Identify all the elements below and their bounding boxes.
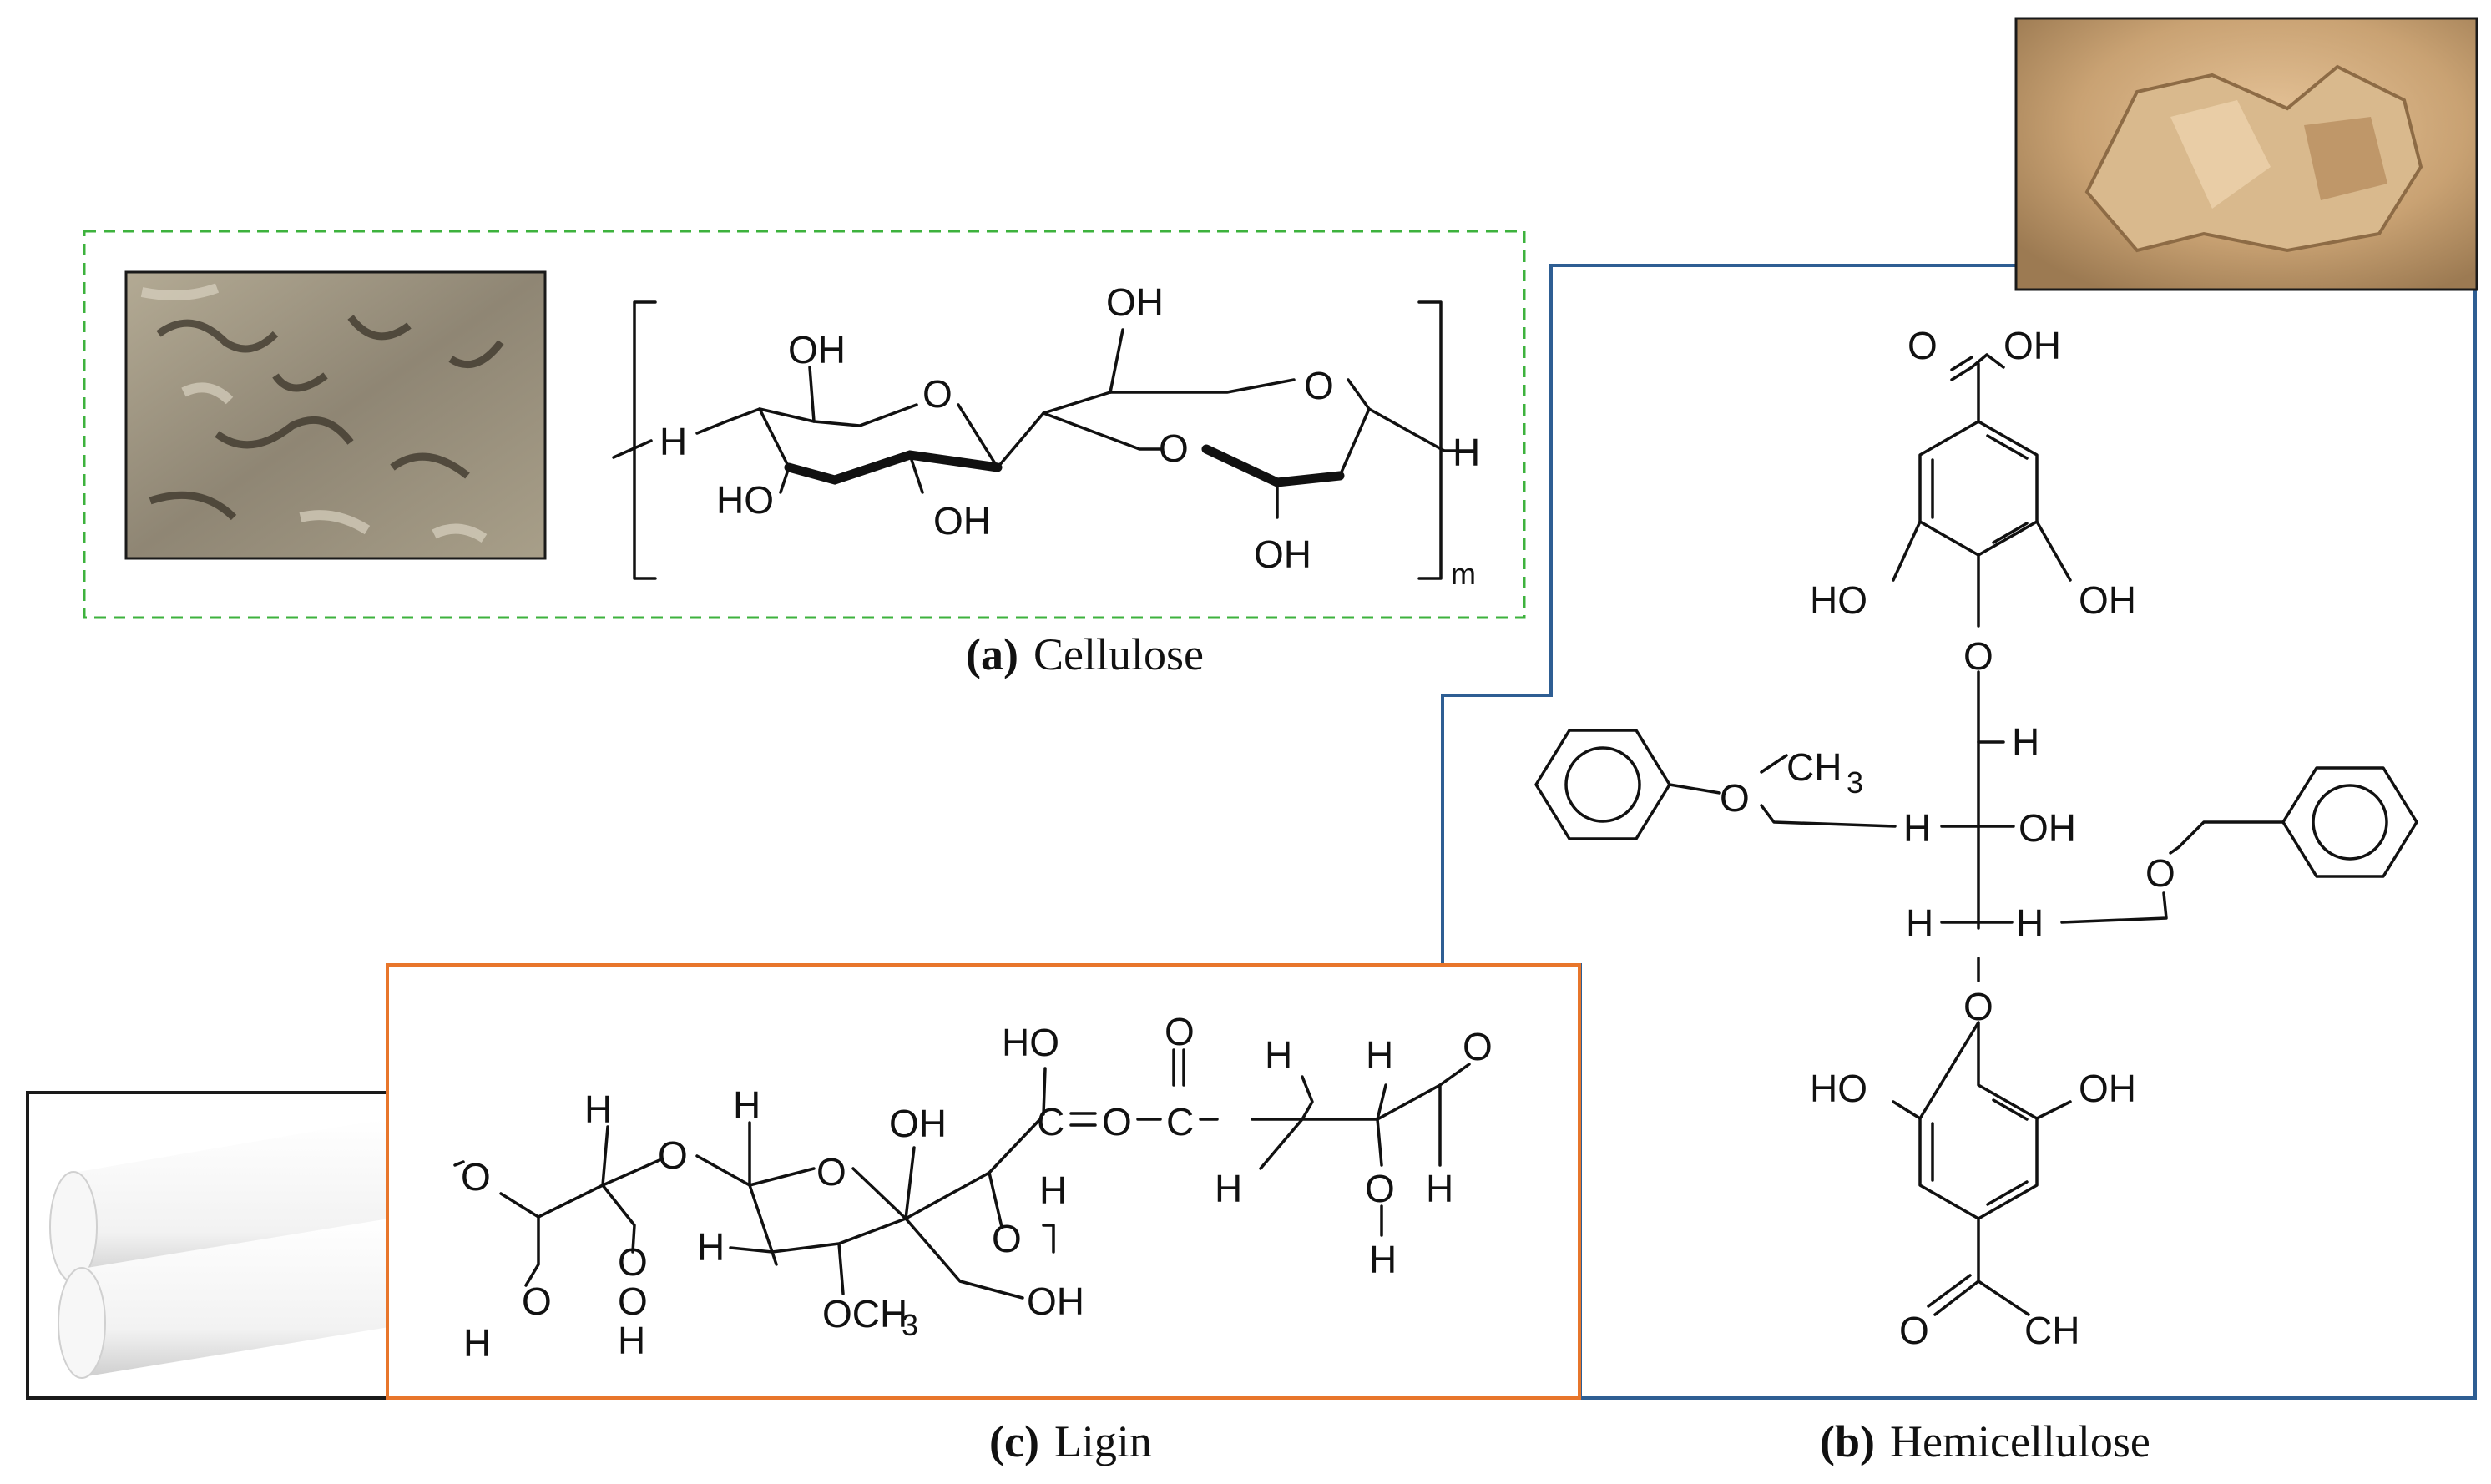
ligin-structure: O H O H O OH HO O C O C H H O H O H H O … bbox=[453, 1010, 1493, 1365]
ligin-h-l3: H bbox=[1265, 1033, 1292, 1077]
cellulose-oh-ch2: OH bbox=[788, 328, 846, 371]
cellulose-o-ring2: O bbox=[1304, 364, 1334, 407]
ligin-h-l8: H bbox=[1039, 1169, 1067, 1212]
hemi-oh-2: OH bbox=[2019, 806, 2076, 850]
cellulose-repeat-m: m bbox=[1451, 557, 1476, 591]
hemi-oh-acid: OH bbox=[2003, 324, 2061, 367]
ligin-o-l3: O bbox=[816, 1150, 846, 1194]
cellulose-photo bbox=[124, 270, 547, 560]
caption-hemicellulose: (b) Hemicellulose bbox=[1820, 1416, 2150, 1466]
caption-ligin: (c) Ligin bbox=[989, 1416, 1152, 1466]
caption-ligin-letter: (c) bbox=[989, 1416, 1039, 1466]
ligin-ho-l1: HO bbox=[1002, 1021, 1059, 1064]
ligin-frame bbox=[386, 963, 1581, 1400]
hemi-oh-1: OH bbox=[2079, 578, 2136, 622]
ligin-h-l11: H bbox=[463, 1321, 491, 1365]
ligin-o-l10: O bbox=[522, 1280, 552, 1323]
ligin-o-l5: O bbox=[1102, 1100, 1132, 1143]
hemi-ho-2: HO bbox=[1810, 1067, 1867, 1110]
hemicellulose-photo bbox=[2014, 17, 2478, 291]
ligin-och3-sub: 3 bbox=[902, 1308, 918, 1342]
ligin-c-l2: C bbox=[1166, 1100, 1194, 1143]
ligin-o-l4: O bbox=[1165, 1010, 1195, 1053]
ligin-o-l9: O bbox=[618, 1240, 648, 1284]
hemi-ch-ald: CH bbox=[2024, 1309, 2079, 1352]
ligin-o-l6: O bbox=[1463, 1025, 1493, 1068]
hemicellulose-structure: O OH HO OH O H O CH 3 H OH O H H O HO OH… bbox=[1534, 324, 2418, 1352]
ligin-o-l8: O bbox=[992, 1217, 1022, 1260]
ligin-o-l2: O bbox=[658, 1133, 688, 1177]
ligin-h-l2: H bbox=[733, 1083, 760, 1127]
hemi-h-2: H bbox=[1903, 806, 1931, 850]
hemi-oh-3: OH bbox=[2079, 1067, 2136, 1110]
ligin-h-l9: H bbox=[618, 1319, 645, 1362]
hemi-o-acid: O bbox=[1907, 324, 1938, 367]
caption-hemicellulose-letter: (b) bbox=[1820, 1416, 1875, 1466]
ligin-och3: OCH bbox=[822, 1292, 907, 1335]
hemi-o-2: O bbox=[1963, 985, 1993, 1028]
ligin-o-l11: O bbox=[618, 1280, 648, 1323]
ligin-oh-l1: OH bbox=[889, 1102, 947, 1145]
ligin-h-l6: H bbox=[1426, 1167, 1453, 1210]
ligin-h-l4: H bbox=[1366, 1033, 1393, 1077]
caption-ligin-name: Ligin bbox=[1054, 1416, 1152, 1466]
caption-hemicellulose-name: Hemicellulose bbox=[1890, 1416, 2150, 1466]
ligin-photo bbox=[30, 1095, 389, 1396]
cellulose-oh-top: OH bbox=[1106, 280, 1164, 324]
hemi-h-4: H bbox=[2016, 901, 2044, 945]
hemi-o-ald: O bbox=[1899, 1309, 1929, 1352]
hemi-ch3-sub: 3 bbox=[1847, 765, 1863, 800]
cellulose-o-ring1: O bbox=[922, 372, 952, 416]
caption-cellulose: (a) Cellulose bbox=[966, 629, 1204, 679]
ligin-o-l7: O bbox=[1365, 1167, 1395, 1210]
hemi-o-1: O bbox=[1963, 634, 1993, 678]
hemi-h-1: H bbox=[2012, 720, 2039, 764]
cellulose-structure: OH OH O O O H H HO OH OH m bbox=[612, 280, 1480, 591]
ligin-c-l1: C bbox=[1037, 1100, 1064, 1143]
ligin-oh-l2: OH bbox=[1027, 1280, 1084, 1323]
cellulose-oh-bottom2: OH bbox=[1254, 533, 1311, 576]
cellulose-oh-bottom1: OH bbox=[933, 499, 991, 543]
caption-cellulose-letter: (a) bbox=[966, 629, 1018, 679]
cellulose-frame bbox=[83, 230, 1526, 619]
cellulose-o-bridge: O bbox=[1159, 427, 1189, 470]
hemi-ch3: CH bbox=[1786, 745, 1842, 789]
ligin-h-l7: H bbox=[1369, 1238, 1397, 1281]
cellulose-h-left: H bbox=[659, 420, 687, 463]
ligin-h-l5: H bbox=[1215, 1167, 1242, 1210]
hemi-o-methoxy: O bbox=[1720, 776, 1750, 820]
hemi-ho-1: HO bbox=[1810, 578, 1867, 622]
hemicellulose-frame bbox=[1441, 264, 2477, 1400]
ligin-h-l1: H bbox=[584, 1088, 612, 1131]
cellulose-ho-left: HO bbox=[716, 478, 774, 522]
ligin-o-l1: O bbox=[461, 1155, 491, 1199]
ligin-h-l10: H bbox=[697, 1225, 725, 1269]
cellulose-h-right: H bbox=[1453, 431, 1480, 474]
hemi-h-3: H bbox=[1906, 901, 1933, 945]
caption-cellulose-name: Cellulose bbox=[1033, 629, 1204, 679]
hemi-o-benzyl: O bbox=[2145, 851, 2175, 895]
